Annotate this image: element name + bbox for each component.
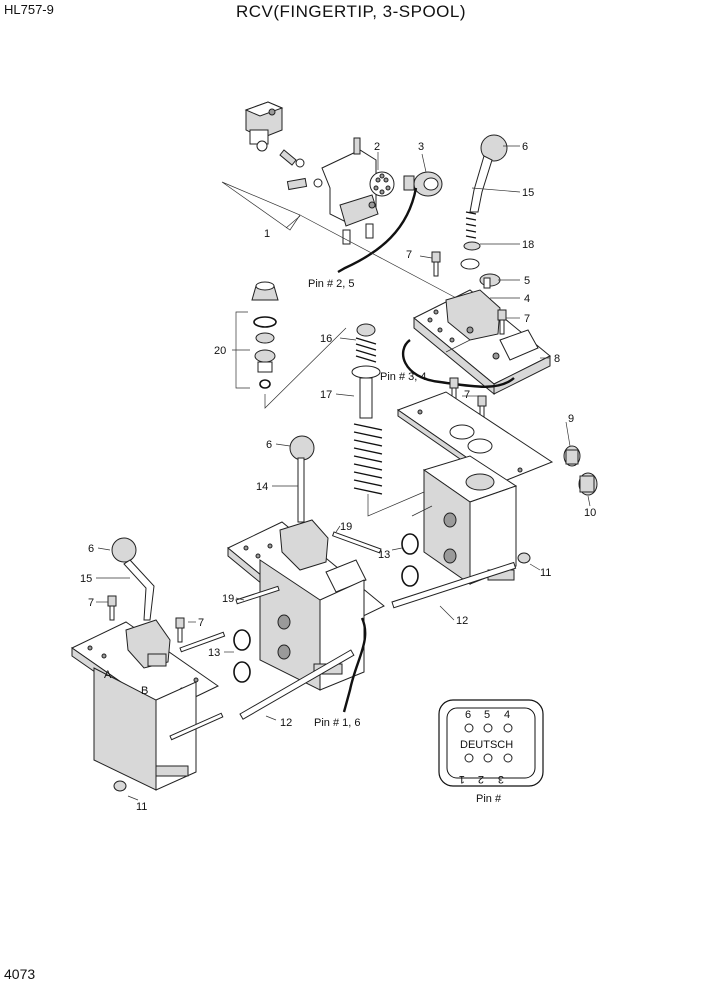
spool-16 xyxy=(351,323,381,379)
callout-7b: 7 xyxy=(524,313,530,325)
plug-5 xyxy=(479,273,501,289)
bolt-7b xyxy=(497,309,507,335)
cable-pin16 xyxy=(342,617,367,713)
o-ring-13b xyxy=(401,565,419,587)
bolt-7c xyxy=(449,377,487,421)
bolt-7a xyxy=(431,251,441,277)
lever-middle xyxy=(289,435,315,523)
callout-7e: 7 xyxy=(198,617,204,629)
marking-b: B xyxy=(141,685,148,697)
callout-15b: 15 xyxy=(80,573,92,585)
bracket xyxy=(321,137,379,245)
rod-12-right xyxy=(391,561,517,609)
callout-3: 3 xyxy=(418,141,424,153)
rcv-body-left xyxy=(93,667,224,791)
callout-6c: 6 xyxy=(88,543,94,555)
pin-label-2-5: Pin # 2, 5 xyxy=(308,278,354,290)
connector-pin-2: 2 xyxy=(478,773,484,785)
callout-5: 5 xyxy=(524,275,530,287)
connector-socket xyxy=(403,171,443,197)
callout-7d: 7 xyxy=(88,597,94,609)
connector-plug xyxy=(369,171,395,197)
lever-left xyxy=(111,537,155,621)
callout-6a: 6 xyxy=(522,141,528,153)
nut-11-left xyxy=(113,780,127,792)
plug-10 xyxy=(578,472,598,496)
callout-12a: 12 xyxy=(456,615,468,627)
page-number: 4073 xyxy=(4,966,36,982)
solenoid-valve xyxy=(244,101,284,152)
connector-pin-3: 3 xyxy=(498,773,504,785)
connector-pin-6: 6 xyxy=(465,709,471,721)
plug-9 xyxy=(563,445,581,467)
callout-8: 8 xyxy=(554,353,560,365)
callout-17: 17 xyxy=(320,389,332,401)
connector-name: DEUTSCH xyxy=(460,739,513,751)
rod-12-mid xyxy=(239,649,355,720)
callout-7c: 7 xyxy=(464,389,470,401)
rcv-body-right xyxy=(411,455,518,585)
callout-12b: 12 xyxy=(280,717,292,729)
callout-13a: 13 xyxy=(378,549,390,561)
nut xyxy=(463,241,481,251)
callout-6b: 6 xyxy=(266,439,272,451)
page-title: RCV(FINGERTIP, 3-SPOOL) xyxy=(235,2,467,21)
bolt-small xyxy=(279,149,323,191)
connector-pin-4: 4 xyxy=(504,709,510,721)
callout-9: 9 xyxy=(568,413,574,425)
nut-11-right xyxy=(517,552,531,564)
spring-17 xyxy=(353,377,425,517)
callout-16: 16 xyxy=(320,333,332,345)
o-ring-13a xyxy=(401,533,419,555)
callout-11a: 11 xyxy=(540,567,551,579)
connector-pin-1: 1 xyxy=(459,773,465,785)
callout-13b: 13 xyxy=(208,647,220,659)
cable-pin25 xyxy=(337,187,418,274)
callout-7a: 7 xyxy=(406,249,412,261)
rod-19b xyxy=(235,585,280,605)
callout-10: 10 xyxy=(584,507,596,519)
leader-lines xyxy=(96,145,591,801)
pin-caption: Pin # xyxy=(476,793,502,805)
callout-2: 2 xyxy=(374,141,380,153)
callout-19a: 19 xyxy=(340,521,352,533)
rcv-head-top xyxy=(413,289,551,396)
marking-a: A xyxy=(104,669,112,681)
o-ring-13d xyxy=(233,661,251,683)
washer xyxy=(460,258,480,270)
callout-18: 18 xyxy=(522,239,534,251)
o-ring-13c xyxy=(233,629,251,651)
callout-14: 14 xyxy=(256,481,268,493)
rod-19a xyxy=(331,531,382,554)
cable-pin34 xyxy=(401,339,515,388)
callout-15a: 15 xyxy=(522,187,534,199)
connector-pin-5: 5 xyxy=(484,709,490,721)
bolt-7d xyxy=(107,595,185,643)
callout-1: 1 xyxy=(264,228,270,240)
pin-label-1-6: Pin # 1, 6 xyxy=(314,717,360,729)
deutsch-connector-box xyxy=(438,699,544,787)
lever-knob xyxy=(465,134,508,239)
model-code: HL757-9 xyxy=(4,2,54,17)
callout-4: 4 xyxy=(524,293,530,305)
callout-20: 20 xyxy=(214,345,226,357)
callout-19b: 19 xyxy=(222,593,234,605)
pin-label-3-4: Pin # 3, 4 xyxy=(380,371,426,383)
callout-11b: 11 xyxy=(136,801,147,813)
rod-left xyxy=(179,631,226,653)
seal-kit-20 xyxy=(235,281,347,409)
